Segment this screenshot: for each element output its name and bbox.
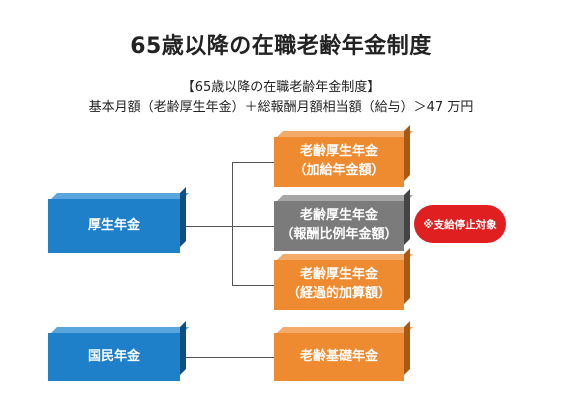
kosei-nenkin-box: 厚生年金 bbox=[48, 199, 180, 253]
kakyu-line1: 老齢厚生年金 bbox=[299, 144, 378, 160]
kiso-label: 老齢基礎年金 bbox=[299, 348, 378, 364]
connector-branch-middle bbox=[232, 226, 274, 227]
suspension-badge: ※支給停止対象 bbox=[414, 205, 506, 243]
kosei-nenkin-label: 厚生年金 bbox=[87, 217, 140, 233]
connector-vertical bbox=[232, 162, 233, 285]
kakyu-line2: （加給年金額） bbox=[293, 163, 385, 178]
connector-horizontal-left bbox=[180, 226, 232, 227]
keika-kasan-box: 老齢厚生年金 （経過的加算額） bbox=[274, 260, 404, 310]
kokumin-nenkin-label: 国民年金 bbox=[87, 348, 140, 364]
subtitle-condition: 基本月額（老齢厚生年金）＋総報酬月額相当額（給与）＞47 万円 bbox=[88, 100, 474, 115]
kakyu-nenkin-box: 老齢厚生年金 （加給年金額） bbox=[274, 137, 404, 187]
page-title: 65歳以降の在職老齢年金制度 bbox=[130, 34, 432, 59]
hirei-line1: 老齢厚生年金 bbox=[299, 208, 378, 224]
connector-kokumin bbox=[180, 357, 274, 358]
kiso-nenkin-box: 老齢基礎年金 bbox=[274, 333, 404, 381]
hirei-nenkin-box: 老齢厚生年金 （報酬比例年金額） bbox=[274, 201, 404, 251]
kokumin-nenkin-box: 国民年金 bbox=[48, 333, 180, 381]
connector-branch-bottom bbox=[232, 285, 274, 286]
subtitle-heading: 【65歳以降の在職老齢年金制度】 bbox=[181, 80, 381, 95]
hirei-line2: （報酬比例年金額） bbox=[280, 227, 398, 242]
keika-line1: 老齢厚生年金 bbox=[299, 267, 378, 283]
connector-branch-top bbox=[232, 162, 274, 163]
keika-line2: （経過的加算額） bbox=[286, 286, 391, 301]
